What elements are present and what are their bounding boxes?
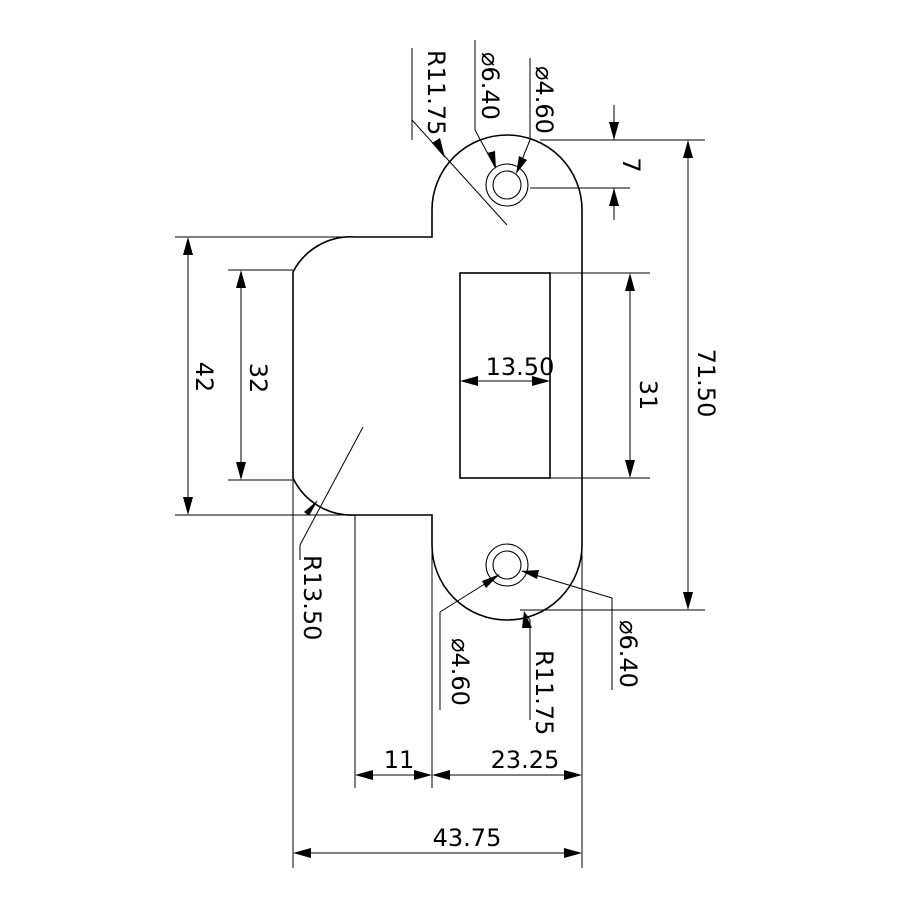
dim-lower-left-width: 11 xyxy=(355,746,432,780)
label-left-inner-height: 32 xyxy=(244,363,272,394)
label-bottom-hole-outer-dia: ⌀6.40 xyxy=(614,620,642,688)
leader-bottom-hole-inner-dia: ⌀4.60 xyxy=(439,574,500,710)
latch-slot xyxy=(459,272,551,479)
leader-top-hole-inner-dia: ⌀4.60 xyxy=(516,58,558,174)
label-bottom-hole-inner-dia: ⌀4.60 xyxy=(446,638,474,706)
bottom-screw-hole xyxy=(485,543,529,587)
dim-slot-width: 13.50 xyxy=(460,353,554,386)
label-bottom-end-radius: R11.75 xyxy=(530,650,558,735)
dim-left-outer-height: 42 xyxy=(183,237,218,515)
dim-overall-height: 71.50 xyxy=(683,140,720,610)
leader-bottom-end-radius: R11.75 xyxy=(522,611,558,735)
label-top-end-radius: R11.75 xyxy=(422,50,450,135)
dim-top-hole-offset: 7 xyxy=(609,105,645,220)
label-left-outer-height: 42 xyxy=(190,362,218,393)
label-top-hole-outer-dia: ⌀6.40 xyxy=(476,52,504,120)
top-screw-hole xyxy=(485,163,529,207)
label-overall-height: 71.50 xyxy=(692,349,720,418)
dim-left-inner-height: 32 xyxy=(236,270,272,480)
leader-top-hole-outer-dia: ⌀6.40 xyxy=(474,40,504,169)
leader-left-radius: R13.50 xyxy=(298,426,364,640)
label-lower-right-width: 23.25 xyxy=(491,746,560,774)
leader-top-end-radius: R11.75 xyxy=(411,48,508,226)
label-top-hole-offset: 7 xyxy=(617,157,645,172)
dim-lower-right-width: 23.25 xyxy=(432,746,582,780)
extension-lines xyxy=(175,139,705,868)
label-slot-width: 13.50 xyxy=(486,353,555,381)
label-top-hole-inner-dia: ⌀4.60 xyxy=(530,66,558,134)
label-lower-left-width: 11 xyxy=(384,746,415,774)
leader-bottom-hole-outer-dia: ⌀6.40 xyxy=(521,570,642,690)
label-overall-width: 43.75 xyxy=(433,824,502,852)
dim-overall-width: 43.75 xyxy=(293,824,582,858)
label-left-radius: R13.50 xyxy=(298,555,326,640)
label-slot-height: 31 xyxy=(634,380,662,411)
dim-slot-height: 31 xyxy=(625,273,662,478)
